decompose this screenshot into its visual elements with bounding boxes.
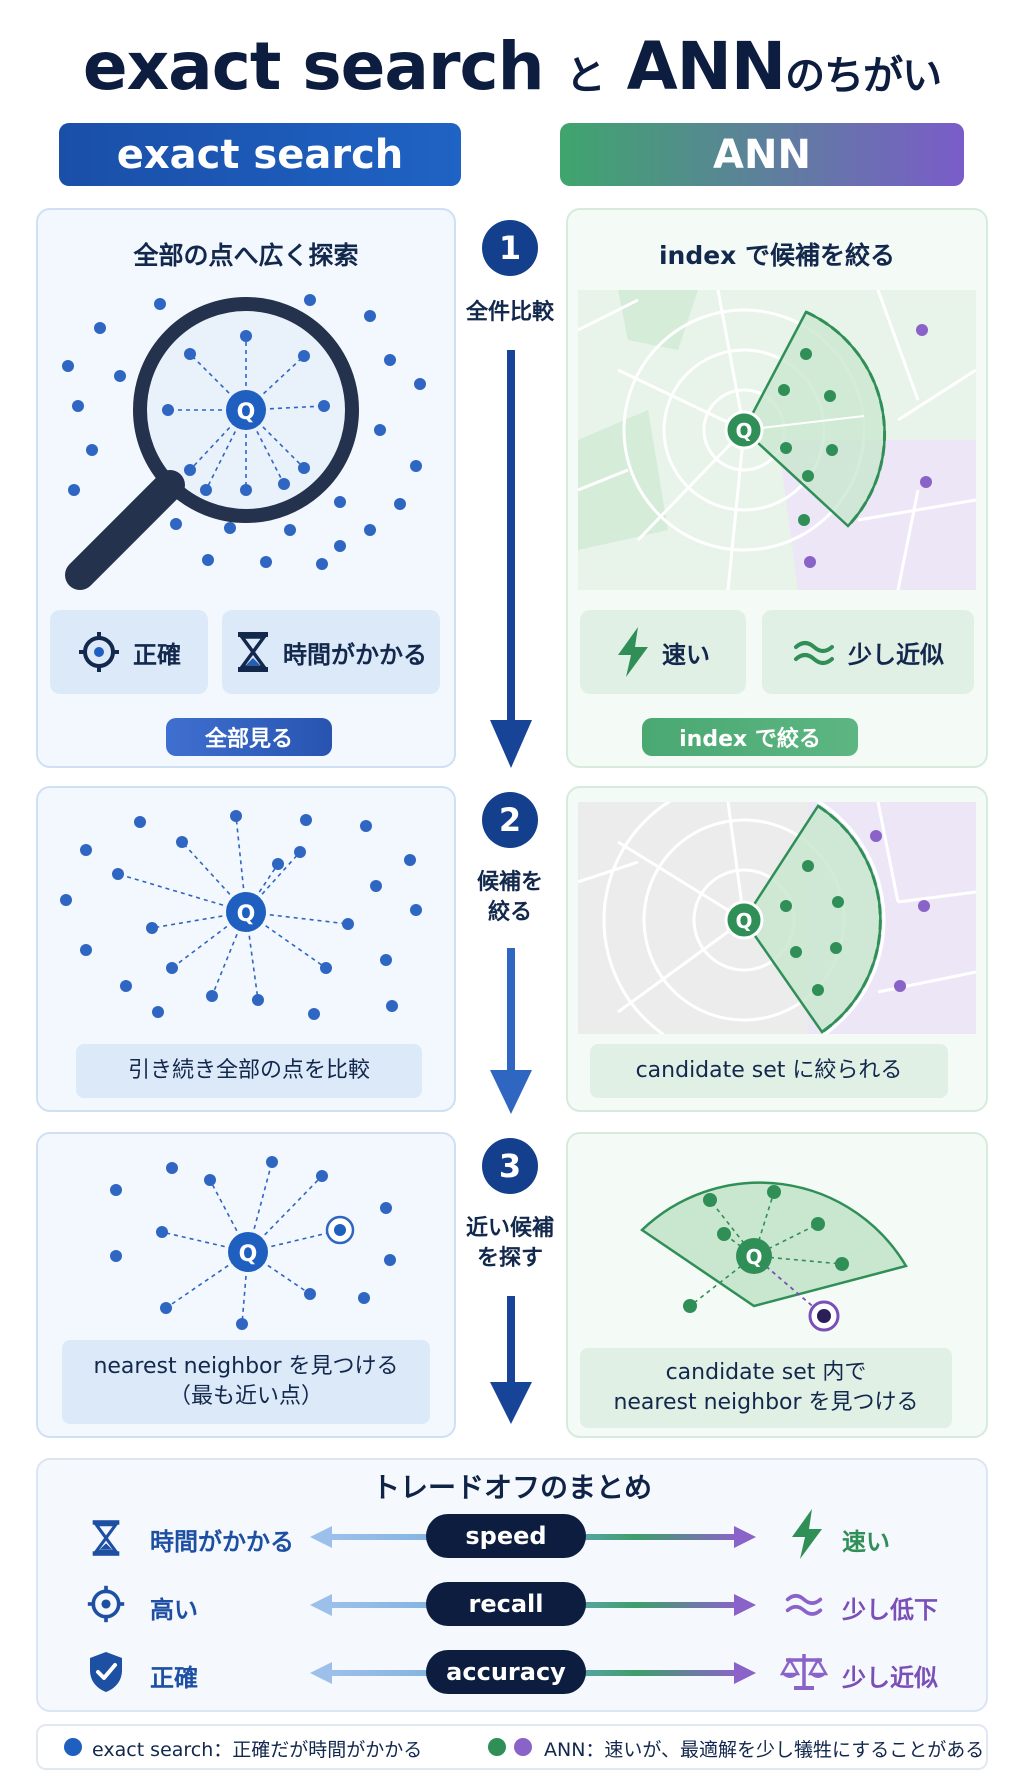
summary-speed-ann: 速い xyxy=(842,1528,890,1556)
balance-scale-icon xyxy=(780,1654,828,1690)
svg-text:Q: Q xyxy=(745,1245,762,1269)
approx-icon xyxy=(794,641,834,665)
lightning-icon xyxy=(792,1509,822,1559)
title-difference: のちがい xyxy=(785,53,942,99)
pill-see-all: 全部見る xyxy=(166,718,332,756)
summary-recall-exact: 高い xyxy=(150,1596,198,1624)
summary-recall-ann: 少し低下 xyxy=(842,1596,938,1624)
ann-panel-1-title: index で候補を絞る xyxy=(658,241,896,270)
metric-recall-pill: recall xyxy=(426,1582,586,1626)
svg-text:Q: Q xyxy=(735,419,752,443)
step-2-number: 2 xyxy=(482,792,538,848)
hourglass-icon xyxy=(92,1520,120,1556)
ann-column-header: ANN xyxy=(560,123,964,186)
title-and: と xyxy=(565,53,606,99)
lightning-icon xyxy=(618,627,648,677)
exact-panel-3-caption: nearest neighbor を見つける （最も近い点） xyxy=(62,1340,430,1424)
legend-bar xyxy=(36,1724,988,1770)
target-icon xyxy=(87,1585,125,1623)
step-1-arrow xyxy=(490,350,532,768)
target-icon xyxy=(79,632,119,672)
chip-time-label: 時間がかかる xyxy=(283,640,427,669)
legend-ann-green-dot xyxy=(488,1738,506,1756)
summary-accuracy-exact: 正確 xyxy=(150,1664,198,1692)
ann-candidate-set-map: Q xyxy=(578,802,976,1034)
legend-ann-text: ANN：速いが、最適解を少し犠牲にすることがある xyxy=(544,1739,985,1761)
svg-text:Q: Q xyxy=(735,909,752,933)
approx-icon xyxy=(785,1594,823,1616)
legend-exact-dot xyxy=(64,1738,82,1756)
ann-nearest-in-candidates: Q xyxy=(640,1181,908,1332)
exact-search-scatter-magnifier: Q xyxy=(62,294,426,590)
chip-time: 時間がかかる xyxy=(222,610,440,694)
exact-full-comparison-scatter: Q xyxy=(60,810,422,1020)
chip-accurate: 正確 xyxy=(50,610,208,694)
tradeoff-summary-title: トレードオフのまとめ xyxy=(371,1471,652,1504)
ann-panel-2-caption: candidate set に絞られる xyxy=(590,1044,948,1098)
step-3-arrow xyxy=(490,1296,532,1424)
query-point xyxy=(226,390,266,430)
exact-column-header: exact search xyxy=(59,123,461,186)
chip-fast-label: 速い xyxy=(662,640,710,669)
chip-accurate-label: 正確 xyxy=(133,640,181,669)
exact-nearest-neighbor-scatter: Q xyxy=(110,1156,396,1330)
step-3-label: 近い候補 を探す xyxy=(465,1216,554,1271)
exact-panel-1-title: 全部の点へ広く探索 xyxy=(133,241,359,270)
chip-approx-label: 少し近似 xyxy=(848,640,944,669)
svg-text:Q: Q xyxy=(239,1242,258,1267)
exact-panel-2-caption: 引き続き全部の点を比較 xyxy=(76,1044,422,1098)
metric-speed-pill: speed xyxy=(426,1514,586,1558)
title-ann: ANN xyxy=(626,28,787,105)
chip-approx: 少し近似 xyxy=(762,610,974,694)
pill-index-filter: index で絞る xyxy=(642,718,858,756)
step-1-label: 全件比較 xyxy=(465,300,554,325)
legend-exact-text: exact search：正確だが時間がかかる xyxy=(92,1739,423,1761)
chip-fast: 速い xyxy=(580,610,746,694)
shield-check-icon xyxy=(90,1652,122,1692)
summary-accuracy-ann: 少し近似 xyxy=(842,1664,938,1692)
summary-speed-exact: 時間がかかる xyxy=(150,1528,294,1556)
svg-text:Q: Q xyxy=(237,400,256,425)
title-exact: exact search xyxy=(82,28,545,105)
metric-accuracy-pill: accuracy xyxy=(426,1650,586,1694)
step-2-arrow xyxy=(490,948,532,1114)
page-title: exact search と ANNのちがい xyxy=(0,28,1024,105)
legend-ann-purple-dot xyxy=(514,1738,532,1756)
svg-text:Q: Q xyxy=(237,902,256,927)
hourglass-icon xyxy=(238,632,268,672)
step-3-number: 3 xyxy=(482,1138,538,1194)
step-2-label: 候補を 絞る xyxy=(476,870,543,925)
ann-index-partition-map: Q xyxy=(578,290,976,590)
data-points xyxy=(62,294,426,570)
step-1-number: 1 xyxy=(482,220,538,276)
ann-panel-3-caption: candidate set 内で nearest neighbor を見つける xyxy=(580,1348,952,1428)
